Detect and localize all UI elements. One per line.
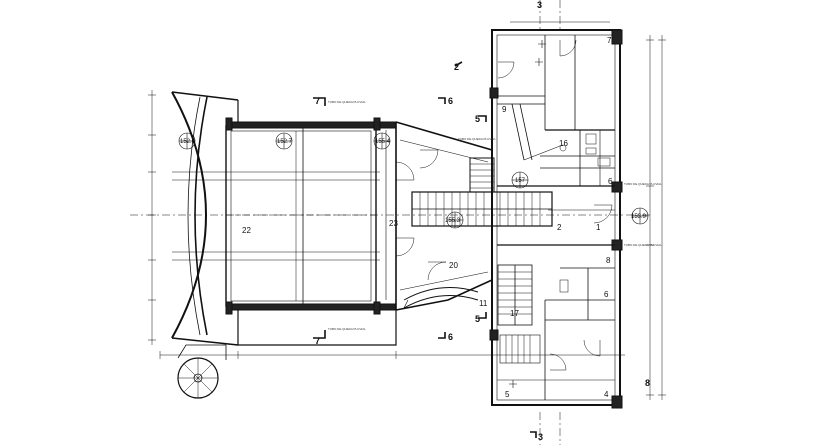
elevation-2: 152.7 [277,139,293,145]
section-6-top: 6 [448,96,453,106]
room-9-label: 9 [502,105,507,114]
room-20-label: 20 [449,261,458,270]
section-markers [313,61,537,438]
section-labels: 7 7 6 6 5 5 3 3 8 2 [315,0,650,442]
tubo-label-3: TUBO DE QUEDA PLUVIAL [458,137,496,141]
room-6b-label: 6 [604,290,609,299]
elevation-labels: 152.6 152.7 155.4 157 155.3 153.9 [180,139,647,224]
section-7-bottom: 7 [315,336,320,346]
room-16-label: 16 [559,139,568,148]
section-6-bottom: 6 [448,332,453,342]
elevation-3: 155.4 [375,139,391,145]
elevation-markers [178,132,649,229]
room-17-label: 17 [510,309,519,318]
room-8-label: 8 [606,256,611,265]
pipe-labels: TUBO DE QUEDA PLUVIAL TUBO DE QUEDA PLUV… [328,100,662,331]
room-7-label: 7 [607,36,612,45]
grid-axes [130,0,650,445]
tubo-label-2: TUBO DE QUEDA PLUVIAL [328,327,366,331]
section-5-bottom: 5 [475,314,480,324]
room-6a-label: 6 [608,177,613,186]
elevation-4: 157 [515,178,526,184]
section-5-top: 5 [475,114,480,124]
section-3-top: 3 [537,0,542,10]
room-2-label: 2 [557,223,562,232]
room-4-label: 4 [604,390,609,399]
right-tower [489,29,623,409]
spiral-stair [177,344,227,399]
room-22-label: 22 [242,226,251,235]
tubo-label-4: TUBO DE QUEDA PLUVIAL [624,182,662,186]
tubo-label-1: TUBO DE QUEDA PLUVIAL [328,100,366,104]
dimension-lines [148,21,666,400]
room-11-label: 11 [479,299,488,308]
section-7-top: 7 [315,96,320,106]
hall-walls [171,91,397,346]
elevation-6: 153.9 [631,214,647,220]
section-8: 8 [645,378,650,388]
room-23-label: 23 [389,219,398,228]
tubo-label-5: TUBO DE QUEDA PLUVIAL [624,243,662,247]
room-1-label: 1 [596,223,601,232]
section-3-bottom: 3 [538,432,543,442]
section-2: 2 [454,62,459,72]
elevation-5: 155.3 [445,218,461,224]
elevation-1: 152.6 [180,139,196,145]
room-5-label: 5 [505,390,510,399]
room-labels: 22 20 23 2 1 16 6 6 7 8 9 11 17 5 4 [242,36,613,399]
